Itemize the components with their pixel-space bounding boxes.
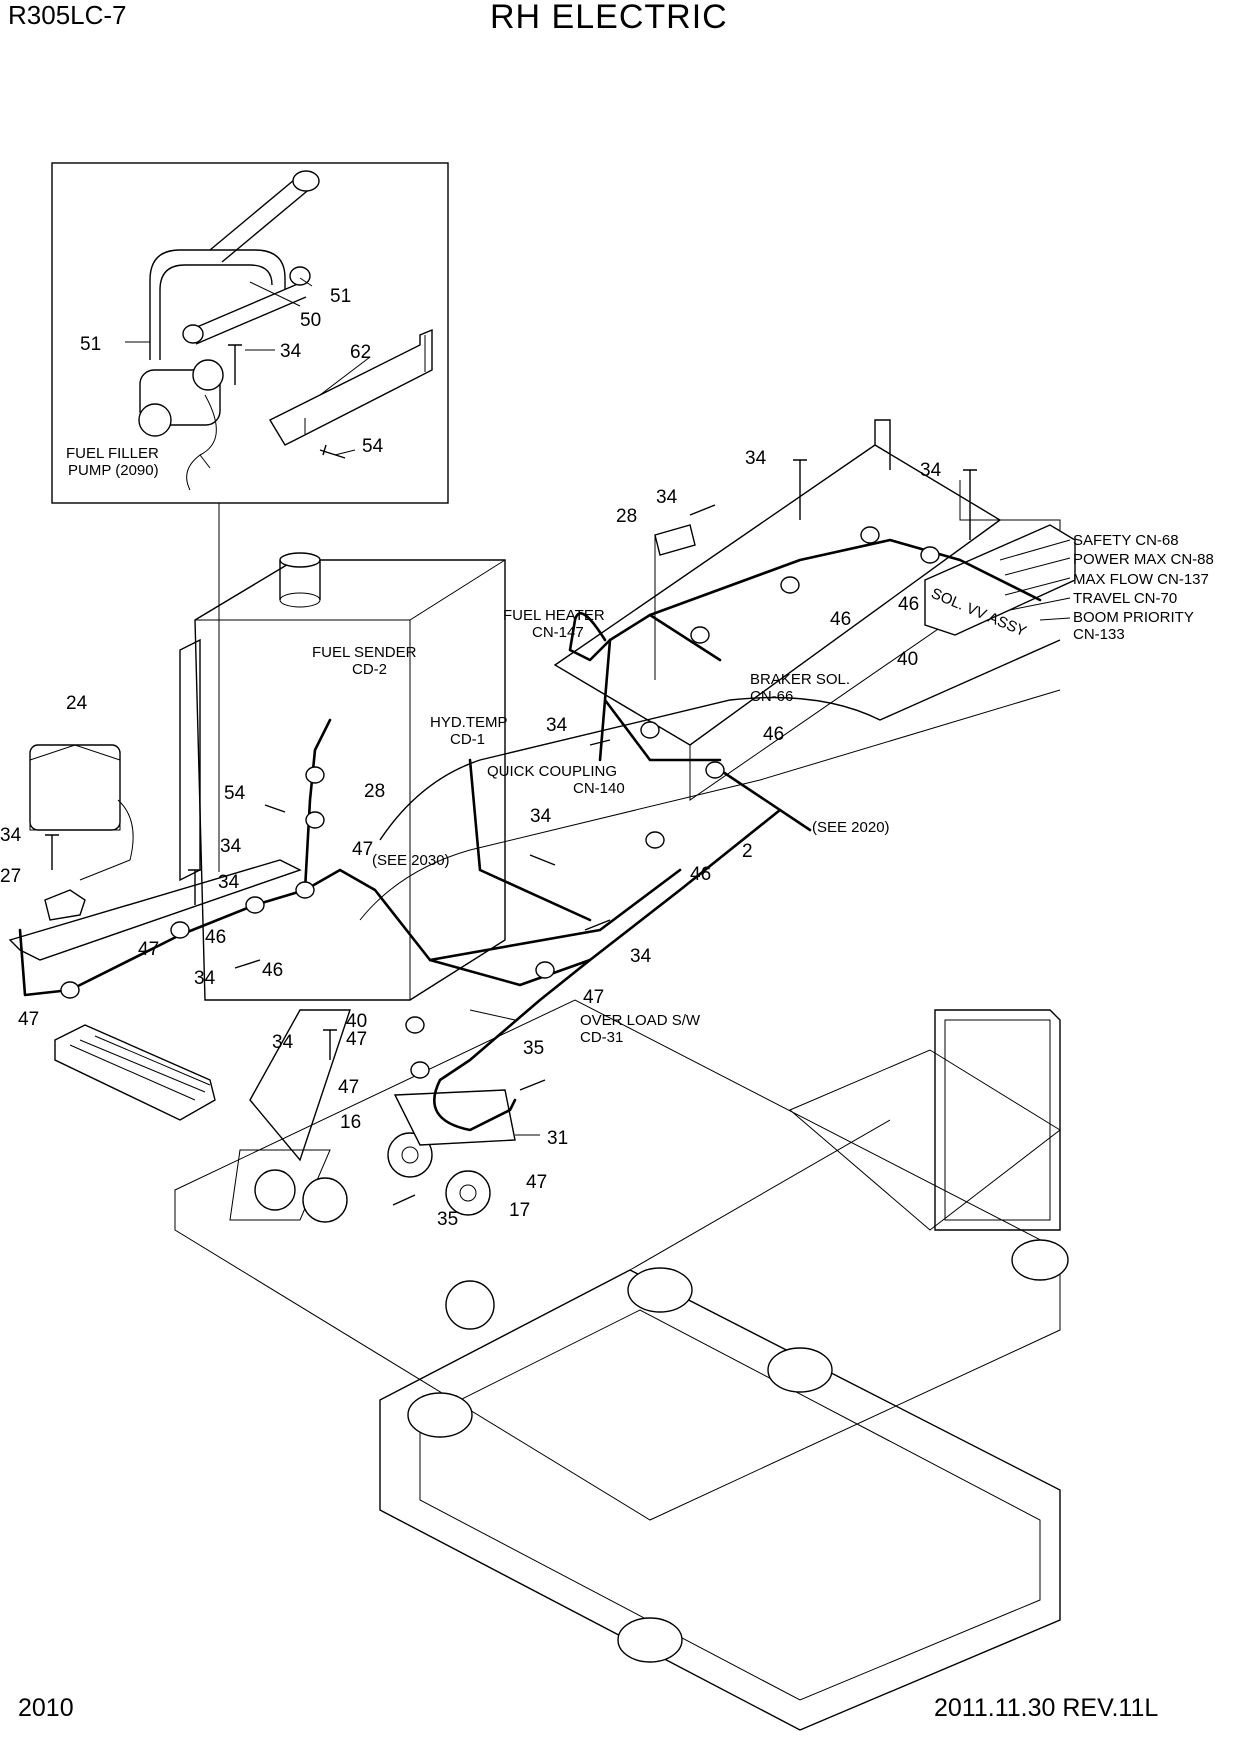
callout-number: 34	[194, 968, 216, 989]
note-connector: CN-133	[1073, 626, 1125, 643]
callout-number: 54	[224, 783, 246, 804]
note-fuel-sender: FUEL SENDER	[312, 644, 417, 661]
callout-number: 47	[138, 939, 159, 960]
page-number: 2010	[18, 1694, 74, 1722]
callout-number: 35	[523, 1038, 544, 1059]
part-callouts: 51 50 51 34 62 54 24 34 27 47 54 34 34 4…	[0, 286, 942, 1230]
callout-number: 31	[547, 1128, 568, 1149]
note-connector: POWER MAX CN-88	[1073, 551, 1214, 568]
callout-number: 34	[218, 872, 240, 893]
upper-frame-outline	[8, 419, 1076, 1731]
note-connector: MAX FLOW CN-137	[1073, 571, 1209, 588]
callout-number: 34	[546, 715, 568, 736]
callout-number: 46	[205, 927, 226, 948]
note-braker-sol: BRAKER SOL.	[750, 671, 850, 688]
note-quick-coupling: QUICK COUPLING	[487, 763, 617, 780]
leader-lines	[125, 277, 1071, 1136]
callout-number: 47	[526, 1172, 547, 1193]
callout-number: 46	[763, 724, 784, 745]
callout-number: 28	[616, 506, 637, 527]
callout-number: 46	[262, 960, 283, 981]
note-fuel-filler-pump: FUEL FILLER	[66, 445, 159, 462]
note-hyd-temp: CD-1	[450, 731, 485, 748]
annotation-notes: FUEL FILLER PUMP (2090) FUEL SENDER CD-2…	[66, 445, 1214, 1046]
harness-clamps	[60, 526, 940, 1079]
horn-17	[445, 1170, 491, 1216]
callout-number: 2	[742, 841, 753, 862]
callout-number: 34	[0, 825, 22, 846]
note-braker-sol: CN-66	[750, 688, 793, 705]
note-see-2030: (SEE 2030)	[372, 852, 450, 869]
callout-number: 24	[66, 693, 88, 714]
callout-number: 28	[364, 781, 385, 802]
note-fuel-filler-pump: PUMP (2090)	[68, 462, 159, 479]
model-number: R305LC-7	[8, 0, 127, 30]
note-over-load: OVER LOAD S/W	[580, 1012, 701, 1029]
note-over-load: CD-31	[580, 1029, 623, 1046]
callout-number: 54	[362, 436, 384, 457]
callout-number: 62	[350, 342, 371, 363]
callout-number: 47	[583, 987, 604, 1008]
note-connector: BOOM PRIORITY	[1073, 609, 1194, 626]
hose-clamp	[289, 266, 311, 286]
fuel-filler-pump-inset	[51, 162, 449, 872]
hose-clamp	[182, 324, 204, 344]
callout-number: 34	[745, 448, 767, 469]
callout-number: 27	[0, 866, 21, 887]
callout-number: 50	[300, 310, 321, 331]
note-connector: TRAVEL CN-70	[1073, 590, 1177, 607]
callout-number: 34	[220, 836, 242, 857]
callout-number: 17	[509, 1200, 530, 1221]
note-hyd-temp: HYD.TEMP	[430, 714, 508, 731]
note-connector: SAFETY CN-68	[1073, 532, 1179, 549]
callout-number: 40	[346, 1011, 367, 1032]
callout-number: 46	[898, 594, 919, 615]
note-fuel-heater: CN-147	[532, 624, 584, 641]
callout-number: 34	[656, 487, 678, 508]
bolts	[45, 459, 977, 1206]
callout-number: 34	[530, 806, 552, 827]
callout-number: 46	[830, 609, 851, 630]
callout-number: 51	[80, 334, 101, 355]
page-title: RH ELECTRIC	[490, 0, 728, 36]
callout-number: 47	[346, 1029, 367, 1050]
callout-number: 34	[280, 341, 302, 362]
callout-number: 34	[272, 1032, 294, 1053]
callout-number: 16	[340, 1112, 361, 1133]
callout-number: 46	[690, 864, 711, 885]
revision-date: 2011.11.30 REV.11L	[934, 1694, 1159, 1722]
callout-number: 51	[330, 286, 351, 307]
note-fuel-sender: CD-2	[352, 661, 387, 678]
note-see-2020: (SEE 2020)	[812, 819, 890, 836]
callout-number: 34	[920, 460, 942, 481]
callout-number: 35	[437, 1209, 458, 1230]
callout-number: 34	[630, 946, 652, 967]
note-fuel-heater: FUEL HEATER	[503, 607, 605, 624]
note-quick-coupling: CN-140	[573, 780, 625, 797]
callout-number: 47	[338, 1077, 359, 1098]
callout-number: 47	[352, 839, 373, 860]
callout-number: 47	[18, 1009, 39, 1030]
callout-number: 40	[897, 649, 918, 670]
